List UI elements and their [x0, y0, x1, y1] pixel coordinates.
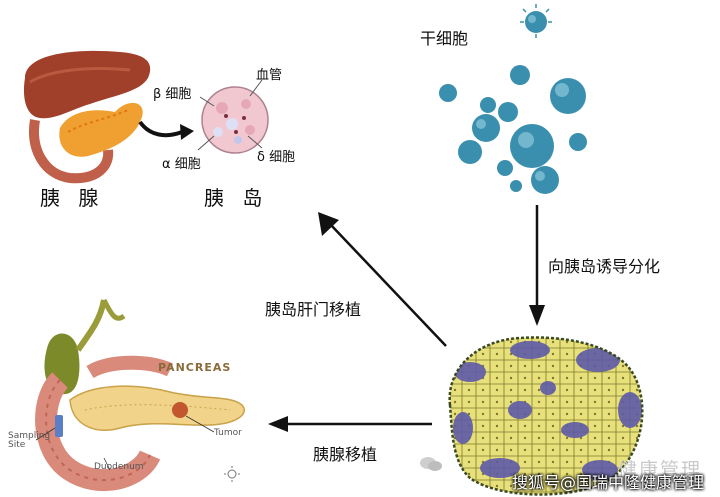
hepatic-portal-transplant-label: 胰岛肝门移植 — [265, 300, 362, 319]
alpha-cell-label: α 细胞 — [162, 157, 201, 172]
duodenum-label: Duodenum — [94, 462, 144, 472]
beta-cell-label: β 细胞 — [153, 87, 192, 102]
tumor-label: Tumor — [214, 428, 242, 438]
islet-label: 胰 岛 — [204, 186, 269, 210]
delta-cell-label: δ 细胞 — [257, 150, 296, 165]
source-attribution: 搜狐号@国瑞中隆健康管理 — [512, 473, 705, 492]
wechat-icon — [420, 456, 442, 472]
sampling-site-label: Sampling Site — [8, 431, 51, 450]
blood-vessel-label: 血管 — [256, 68, 283, 83]
induce-differentiation-label: 向胰岛诱导分化 — [548, 257, 661, 276]
pancreas-transplant-label: 胰腺移植 — [313, 445, 378, 464]
watermark-text: 健康管理 — [618, 459, 703, 481]
pancreas-anatomy-title: PANCREAS — [158, 361, 232, 374]
pancreas-label: 胰 腺 — [40, 186, 105, 210]
stem-cell-label: 干细胞 — [420, 29, 469, 48]
